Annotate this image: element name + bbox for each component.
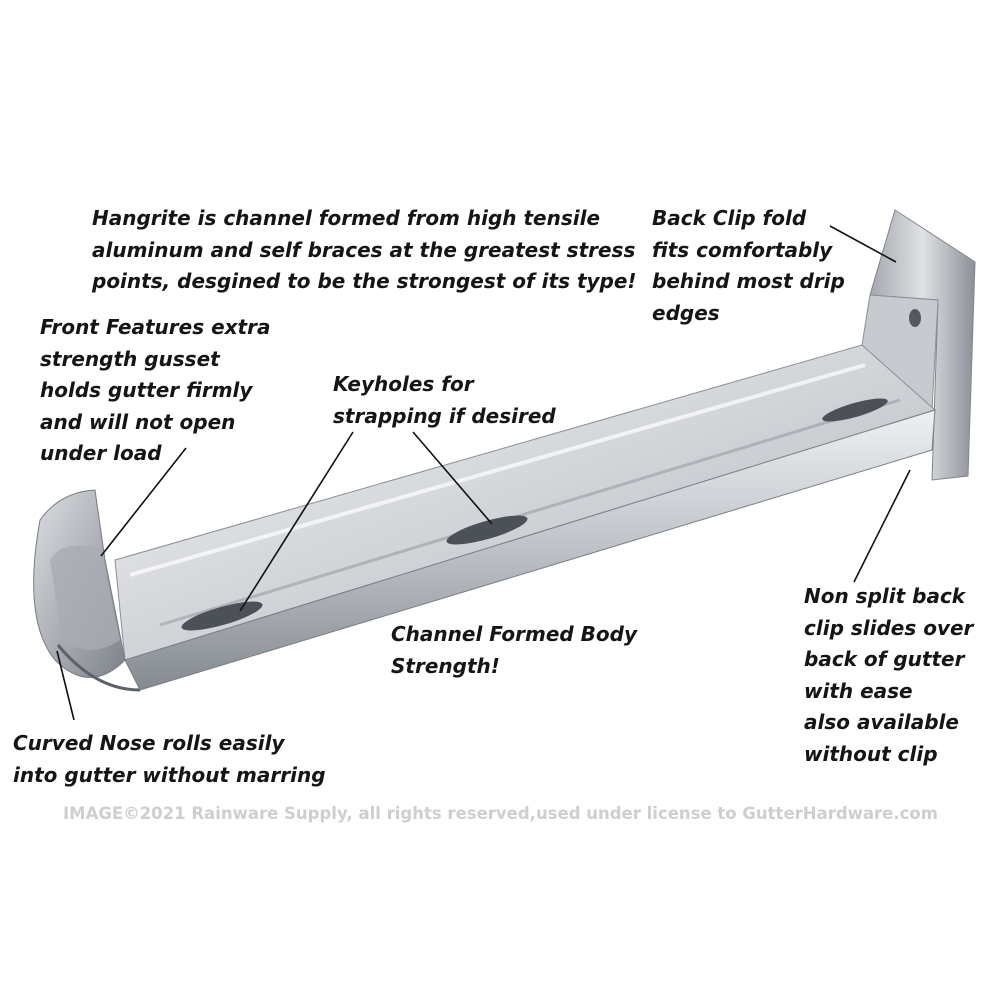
leader-lines bbox=[56, 225, 911, 721]
screw-hole-icon bbox=[909, 309, 921, 327]
leader-line bbox=[239, 431, 354, 612]
callout-line: Front Features extra bbox=[40, 315, 271, 339]
callout-line: and will not open bbox=[40, 409, 236, 434]
front-nose bbox=[33, 489, 141, 692]
callout-hangrite-intro: Hangrite is channel formed from high ten… bbox=[92, 203, 637, 298]
callout-line: clip slides over bbox=[804, 615, 974, 640]
callout-keyholes: Keyholes for strapping if desired bbox=[333, 369, 556, 432]
callout-channel-body: Channel Formed Body Strength! bbox=[391, 619, 637, 682]
callout-line: Strength! bbox=[391, 653, 500, 678]
leader-line bbox=[412, 431, 493, 525]
callout-line: into gutter without marring bbox=[13, 762, 326, 787]
keyhole-icon bbox=[822, 398, 888, 422]
leader-line bbox=[829, 225, 897, 263]
leader-line bbox=[853, 469, 911, 583]
back-clip bbox=[861, 209, 976, 481]
callout-line: fits comfortably bbox=[652, 237, 833, 262]
callout-line: back of gutter bbox=[804, 647, 965, 671]
keyhole-icon bbox=[446, 515, 528, 545]
callout-line: also available bbox=[804, 710, 959, 734]
callout-line: edges bbox=[652, 300, 720, 325]
callout-line: Back Clip fold bbox=[652, 206, 807, 230]
callout-line: Hangrite is channel formed from high ten… bbox=[92, 206, 601, 230]
callout-back-clip-fold: Back Clip fold fits comfortably behind m… bbox=[652, 203, 845, 329]
callout-line: with ease bbox=[804, 678, 913, 703]
callout-line: without clip bbox=[804, 741, 938, 766]
callout-line: Curved Nose rolls easily bbox=[13, 731, 285, 755]
callout-line: strength gusset bbox=[40, 346, 220, 371]
callout-line: Non split back bbox=[804, 584, 966, 608]
copyright-notice: IMAGE©2021 Rainware Supply, all rights r… bbox=[63, 804, 938, 823]
callout-front-features: Front Features extra strength gusset hol… bbox=[40, 312, 270, 470]
callout-line: behind most drip bbox=[652, 269, 845, 293]
callout-line: under load bbox=[40, 441, 162, 465]
callout-line: Channel Formed Body bbox=[391, 622, 638, 646]
callout-line: Keyholes for bbox=[333, 372, 474, 396]
callout-line: aluminum and self braces at the greatest… bbox=[92, 237, 636, 262]
callout-non-split-back-clip: Non split back clip slides over back of … bbox=[804, 581, 973, 770]
callout-line: strapping if desired bbox=[333, 403, 556, 428]
callout-line: holds gutter firmly bbox=[40, 378, 253, 402]
callout-line: points, desgined to be the strongest of … bbox=[92, 269, 637, 293]
channel-body bbox=[114, 344, 936, 691]
callout-curved-nose: Curved Nose rolls easily into gutter wit… bbox=[13, 728, 326, 791]
leader-line bbox=[100, 447, 187, 557]
leader-line bbox=[56, 650, 75, 721]
